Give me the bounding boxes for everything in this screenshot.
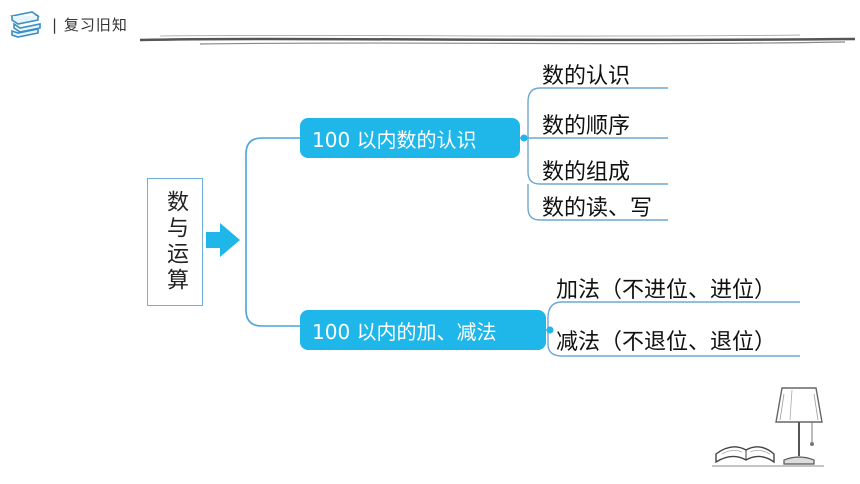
branch-number-recognition: 100 以内数的认识	[300, 118, 520, 158]
desk-lamp-and-book-icon	[712, 387, 824, 467]
root-label: 数与运算	[163, 190, 188, 294]
leaf-node: 减法（不退位、退位）	[556, 330, 777, 355]
branch-addition-subtraction: 100 以内的加、减法	[300, 310, 546, 350]
header-divider	[139, 34, 856, 45]
right-arrow-icon	[206, 223, 240, 257]
books-stack-icon	[10, 11, 41, 38]
page-title: | 复习旧知	[52, 16, 128, 34]
leaf-node: 数的顺序	[542, 114, 631, 139]
leaf-node: 数的组成	[542, 160, 631, 185]
branch-label: 100 以内数的认识	[312, 127, 477, 152]
leaf-node: 数的读、写	[542, 196, 653, 221]
branch-label: 100 以内的加、减法	[312, 319, 497, 344]
section-header: | 复习旧知	[8, 8, 848, 38]
root-node: 数与运算	[147, 178, 203, 306]
leaf-node: 加法（不进位、进位）	[556, 278, 777, 303]
leaf-node: 数的认识	[542, 64, 631, 89]
